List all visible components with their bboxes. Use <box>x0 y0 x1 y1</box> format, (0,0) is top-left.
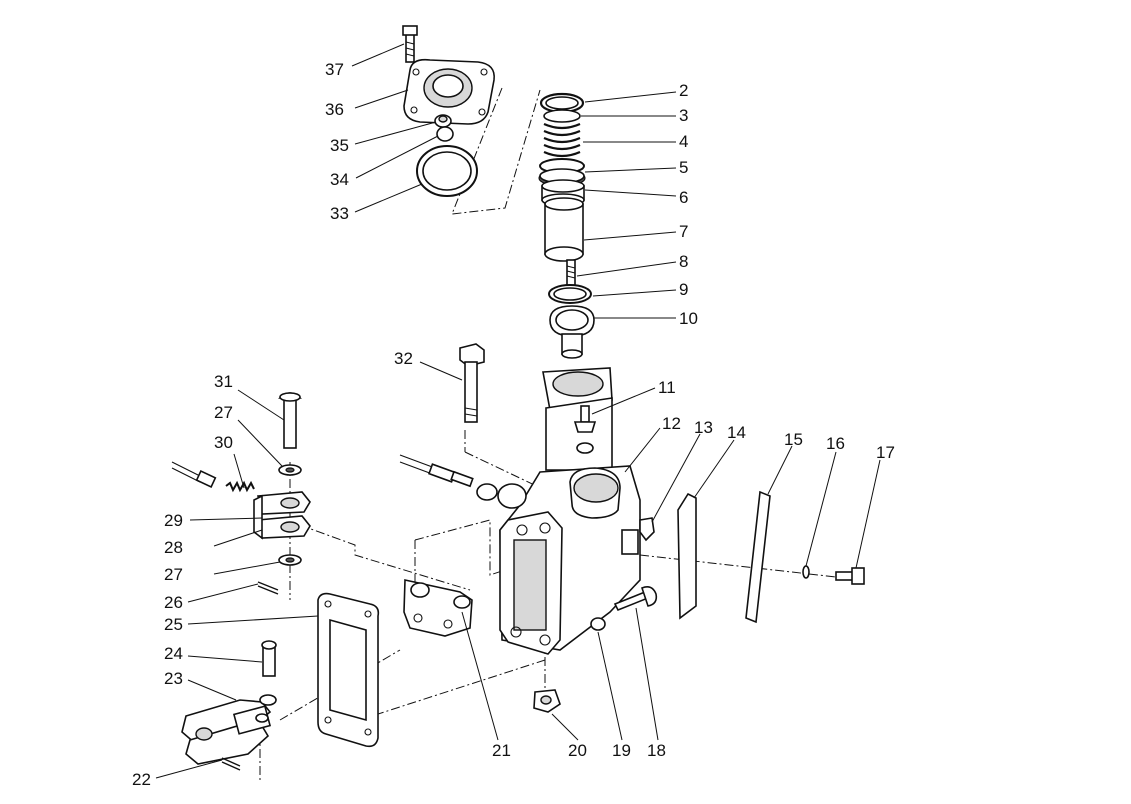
valve-ball <box>436 126 454 142</box>
valve-cover <box>403 58 495 125</box>
gasket <box>677 492 697 620</box>
cotter-pin-lower <box>221 757 241 771</box>
callout-35: 35 <box>330 136 349 155</box>
callout-22: 22 <box>132 770 151 789</box>
callout-18: 18 <box>647 741 666 760</box>
port-nut <box>590 617 606 631</box>
callout-28: 28 <box>164 538 183 557</box>
callout-30: 30 <box>214 433 233 452</box>
leader-lines <box>155 43 881 779</box>
cover-plate <box>745 490 771 624</box>
callout-14: 14 <box>727 423 746 442</box>
mounting-bolt <box>459 343 485 423</box>
callout-9: 9 <box>679 280 688 299</box>
callout-6: 6 <box>679 188 688 207</box>
push-rod <box>566 259 576 287</box>
left-cable <box>171 461 255 493</box>
fitting <box>639 517 655 542</box>
valve-nut <box>434 114 452 128</box>
callout-2: 2 <box>679 81 688 100</box>
washer-upper <box>278 464 302 476</box>
callout-8: 8 <box>679 252 688 271</box>
callout-3: 3 <box>679 106 688 125</box>
callout-29: 29 <box>164 511 183 530</box>
callout-7: 7 <box>679 222 688 241</box>
callout-5: 5 <box>679 158 688 177</box>
clevis-upper <box>253 491 311 540</box>
washer-16 <box>802 565 810 579</box>
cover-o-ring <box>416 145 478 197</box>
spring-seat <box>543 109 581 123</box>
bracket <box>403 579 473 637</box>
callout-13: 13 <box>694 418 713 437</box>
master-cylinder-body <box>497 367 641 655</box>
base-gasket <box>317 592 380 748</box>
callout-32: 32 <box>394 349 413 368</box>
callout-34: 34 <box>330 170 349 189</box>
clevis-pin <box>261 640 277 677</box>
center-lines <box>259 87 846 780</box>
clevis-lower <box>181 694 277 765</box>
callout-37: 37 <box>325 60 344 79</box>
callout-36: 36 <box>325 100 344 119</box>
callout-27-upper: 27 <box>214 403 233 422</box>
callout-21: 21 <box>492 741 511 760</box>
callout-11: 11 <box>658 378 676 397</box>
callout-10: 10 <box>679 309 698 328</box>
cable-assembly <box>399 454 498 501</box>
callout-12: 12 <box>662 414 681 433</box>
callout-23: 23 <box>164 669 183 688</box>
callout-27-lower: 27 <box>164 565 183 584</box>
callout-20: 20 <box>568 741 587 760</box>
callout-16: 16 <box>826 434 845 453</box>
callout-31: 31 <box>214 372 233 391</box>
callout-19: 19 <box>612 741 631 760</box>
spring <box>543 122 581 158</box>
cover-screw <box>402 25 418 63</box>
callout-25: 25 <box>164 615 183 634</box>
callout-labels: 2 3 4 5 6 7 8 9 10 11 12 13 14 15 16 17 … <box>132 60 895 789</box>
callout-33: 33 <box>330 204 349 223</box>
bleeder-valve <box>573 405 597 454</box>
callout-24: 24 <box>164 644 183 663</box>
cotter-pin-upper <box>257 581 279 595</box>
dust-boot <box>549 305 595 359</box>
callout-15: 15 <box>784 430 803 449</box>
boot-ring <box>548 284 592 304</box>
lock-nut <box>533 689 561 713</box>
cap-screw-17 <box>835 567 865 585</box>
cap-screw-18 <box>613 586 658 612</box>
callout-17: 17 <box>876 443 895 462</box>
piston <box>544 197 584 262</box>
callout-26: 26 <box>164 593 183 612</box>
callout-4: 4 <box>679 132 688 151</box>
washer-lower <box>278 554 302 566</box>
pivot-pin <box>278 392 302 449</box>
